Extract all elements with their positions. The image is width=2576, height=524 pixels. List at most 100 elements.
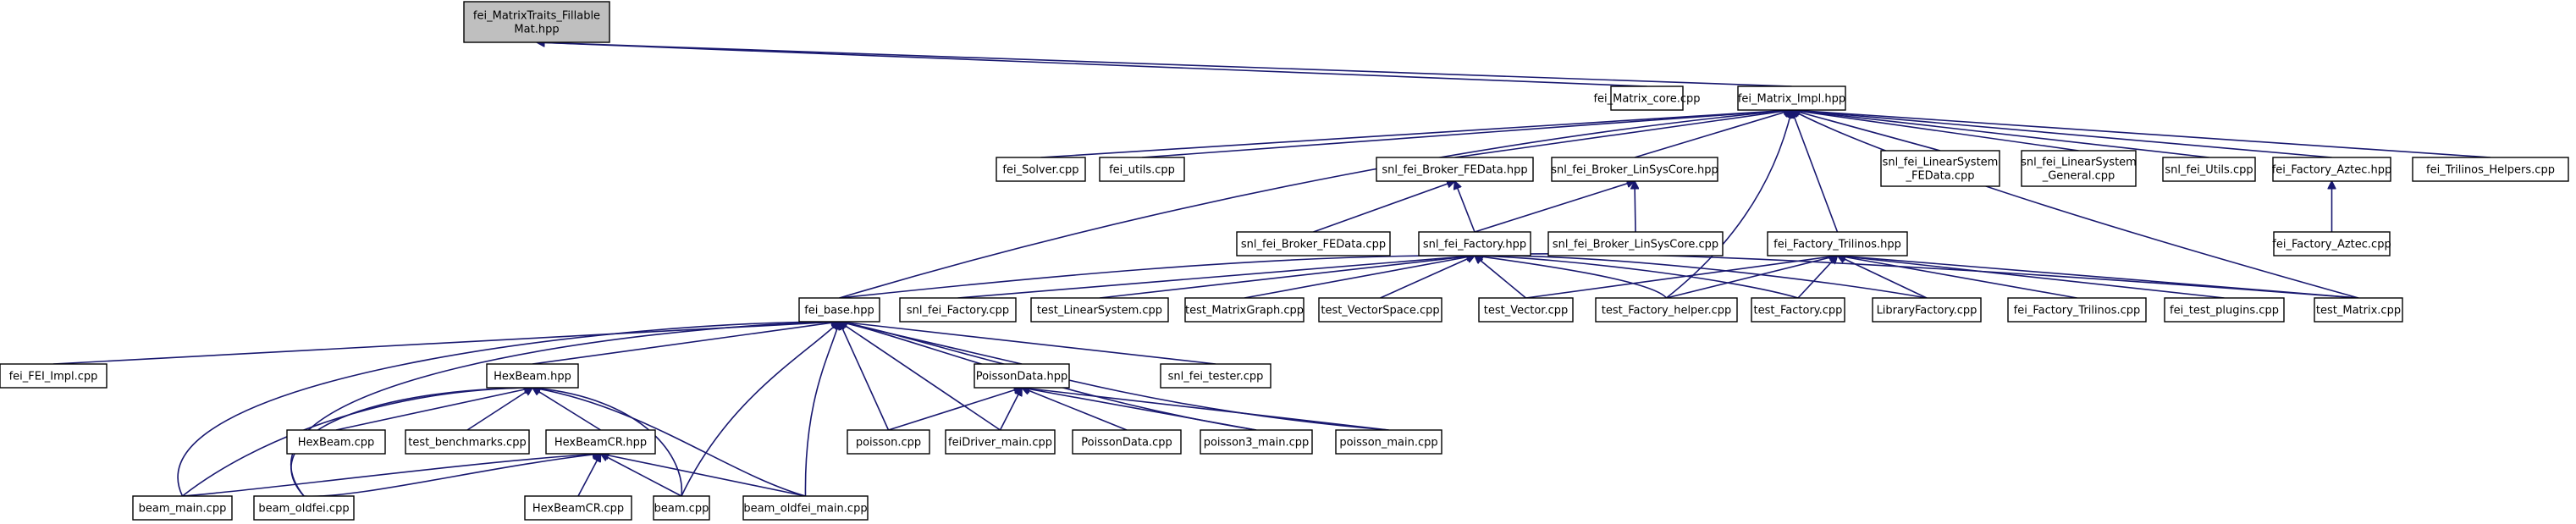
node-poissondata-hpp[interactable]: PoissonData.hpp: [974, 363, 1070, 389]
node-label: snl_fei_Broker_FEData.cpp: [1241, 239, 1386, 251]
dependency-edge-poisson-main-to-fei-base: [840, 322, 1389, 431]
node-factory-trilinos-cpp[interactable]: fei_Factory_Trilinos.cpp: [2007, 297, 2147, 323]
node-box: [2162, 157, 2256, 182]
dependency-edge-hexbeam-cpp-to-hexbeam-hpp: [335, 388, 532, 431]
node-broker-linsys-hpp[interactable]: snl_fei_Broker_LinSysCore.hpp: [1551, 157, 1718, 182]
node-box: [2272, 157, 2391, 182]
node-test-linsys[interactable]: test_LinearSystem.cpp: [1030, 297, 1169, 323]
node-factory-aztec-hpp[interactable]: fei_Factory_Aztec.hpp: [2272, 157, 2392, 182]
dependency-edge-poisson-cpp-to-fei-base: [840, 322, 890, 431]
node-test-plugins[interactable]: fei_test_plugins.cpp: [2164, 297, 2285, 323]
dependency-edge-poissondata-cpp-to-poissondata-hpp: [1022, 388, 1128, 431]
node-label: test_Vector.cpp: [1484, 305, 1568, 317]
dependency-edge-hexbeamcr-hpp-to-hexbeam-hpp: [532, 388, 601, 431]
dependency-edge-fei-base-to-snl-factory-hpp: [839, 256, 1476, 299]
node-label: test_MatrixGraph.cpp: [1185, 305, 1304, 317]
node-test-factory[interactable]: test_Factory.cpp: [1751, 297, 1845, 323]
node-test-vectorspace[interactable]: test_VectorSpace.cpp: [1318, 297, 1442, 323]
node-broker-fedata-cpp[interactable]: snl_fei_Broker_FEData.cpp: [1236, 231, 1391, 256]
node-label: snl_fei_LinearSystem: [2021, 157, 2137, 169]
node-beam-oldfei-main[interactable]: beam_oldfei_main.cpp: [742, 495, 869, 521]
node-linsys-general[interactable]: snl_fei_LinearSystem_General.cpp: [2021, 150, 2137, 187]
node-test-matrixgraph[interactable]: test_MatrixGraph.cpp: [1184, 297, 1305, 323]
dependency-edge-beam-cpp-to-hexbeamcr-hpp: [601, 454, 682, 497]
edge-layer: [52, 42, 2491, 498]
node-box: [1767, 231, 1908, 256]
node-hexbeamcr-cpp[interactable]: HexBeamCR.cpp: [524, 495, 632, 521]
node-label: test_LinearSystem.cpp: [1037, 305, 1162, 317]
node-fei-base[interactable]: fei_base.hpp: [798, 297, 880, 323]
node-poisson3-main[interactable]: poisson3_main.cpp: [1200, 429, 1313, 455]
node-label: fei_base.hpp: [804, 305, 874, 317]
node-label: HexBeamCR.hpp: [554, 437, 647, 450]
node-box: [1610, 85, 1684, 111]
node-library-factory[interactable]: LibraryFactory.cpp: [1872, 297, 1982, 323]
node-poissondata-cpp[interactable]: PoissonData.cpp: [1072, 429, 1182, 455]
dependency-edge-feidriver-to-fei-base: [840, 322, 1001, 431]
node-hexbeam-hpp[interactable]: HexBeam.hpp: [486, 363, 579, 389]
node-factory-trilinos-hpp[interactable]: fei_Factory_Trilinos.hpp: [1767, 231, 1908, 256]
node-box: [2314, 297, 2403, 323]
node-box: [545, 429, 656, 455]
dependency-edge-beam-oldfei-to-hexbeam-hpp: [290, 388, 532, 497]
dependency-edge-beam-oldfei-main-to-hexbeamcr-hpp: [601, 454, 806, 497]
node-snl-tester[interactable]: snl_fei_tester.cpp: [1160, 363, 1271, 389]
node-label: beam_oldfei.cpp: [258, 503, 349, 516]
node-label: poisson3_main.cpp: [1204, 437, 1310, 450]
node-label: fei_Factory_Aztec.cpp: [2272, 239, 2391, 251]
node-test-factory-helper[interactable]: test_Factory_helper.cpp: [1595, 297, 1738, 323]
dependency-edge-test-vector-to-snl-factory-hpp: [1475, 256, 1527, 299]
node-hexbeamcr-hpp[interactable]: HexBeamCR.hpp: [545, 429, 656, 455]
node-label: snl_fei_LinearSystem: [1883, 157, 1999, 169]
dependency-edge-matrix-impl-to-root: [537, 42, 1792, 87]
dependency-edge-trilinos-helpers-to-matrix-impl: [1792, 110, 2491, 158]
node-beam-main[interactable]: beam_main.cpp: [132, 495, 233, 521]
node-box: [1030, 297, 1169, 323]
node-label: feiDriver_main.cpp: [948, 437, 1052, 450]
node-beam-oldfei[interactable]: beam_oldfei.cpp: [253, 495, 355, 521]
dependency-edge-snl-factory-hpp-to-broker-linsys-hpp: [1474, 181, 1635, 233]
node-label: fei_test_plugins.cpp: [2170, 305, 2279, 317]
dependency-edge-beam-oldfei-main-to-hexbeam-hpp: [532, 388, 806, 497]
node-matrix-impl[interactable]: fei_Matrix_Impl.hpp: [1737, 85, 1846, 111]
dependency-edge-beam-main-to-hexbeamcr-hpp: [182, 454, 601, 497]
node-snl-factory-cpp[interactable]: snl_fei_Factory.cpp: [899, 297, 1017, 323]
node-label: fei_MatrixTraits_Fillable: [473, 10, 600, 23]
node-test-matrix[interactable]: test_Matrix.cpp: [2314, 297, 2403, 323]
node-solver[interactable]: fei_Solver.cpp: [996, 157, 1086, 182]
node-test-vector[interactable]: test_Vector.cpp: [1478, 297, 1574, 323]
dependency-edge-test-matrix-to-matrix-impl: [1792, 110, 2359, 299]
node-box: [132, 495, 233, 521]
node-utils[interactable]: fei_utils.cpp: [1099, 157, 1185, 182]
dependency-edge-test-factory-helper-to-factory-trilinos-hpp: [1666, 256, 1838, 299]
node-linsys-fedata[interactable]: snl_fei_LinearSystem_FEData.cpp: [1880, 150, 2000, 187]
dependency-edge-feidriver-to-poissondata-hpp: [999, 388, 1023, 431]
node-label: fei_Factory_Trilinos.hpp: [1773, 239, 1901, 251]
node-box: [1595, 297, 1738, 323]
node-label: HexBeam.cpp: [298, 437, 375, 450]
node-box: [1418, 231, 1531, 256]
node-box: [2164, 297, 2285, 323]
node-broker-linsys-cpp[interactable]: snl_fei_Broker_LinSysCore.cpp: [1547, 231, 1724, 256]
node-label: snl_fei_Broker_FEData.hpp: [1382, 164, 1527, 177]
node-factory-aztec-cpp[interactable]: fei_Factory_Aztec.cpp: [2272, 231, 2391, 256]
node-test-benchmarks[interactable]: test_benchmarks.cpp: [405, 429, 530, 455]
node-broker-fedata-hpp[interactable]: snl_fei_Broker_FEData.hpp: [1376, 157, 1534, 182]
node-beam-cpp[interactable]: beam.cpp: [653, 495, 710, 521]
node-label: snl_fei_Factory.cpp: [907, 305, 1009, 317]
node-box: [742, 495, 869, 521]
node-fei-impl[interactable]: fei_FEI_Impl.cpp: [0, 363, 108, 389]
node-feidriver[interactable]: feiDriver_main.cpp: [945, 429, 1056, 455]
node-poisson-main[interactable]: poisson_main.cpp: [1335, 429, 1442, 455]
node-label: test_VectorSpace.cpp: [1321, 305, 1439, 317]
node-hexbeam-cpp[interactable]: HexBeam.cpp: [286, 429, 386, 455]
node-poisson-cpp[interactable]: poisson.cpp: [847, 429, 930, 455]
node-snl-utils[interactable]: snl_fei_Utils.cpp: [2162, 157, 2256, 182]
dependency-edge-test-benchmarks-to-hexbeam-hpp: [466, 388, 532, 431]
node-trilinos-helpers[interactable]: fei_Trilinos_Helpers.cpp: [2412, 157, 2569, 182]
node-matrix-core[interactable]: fei_Matrix_core.cpp: [1593, 85, 1701, 111]
dependency-edge-broker-linsys-cpp-to-broker-linsys-hpp: [1635, 181, 1636, 233]
node-label: PoissonData.cpp: [1081, 437, 1172, 450]
node-snl-factory-hpp[interactable]: snl_fei_Factory.hpp: [1418, 231, 1531, 256]
